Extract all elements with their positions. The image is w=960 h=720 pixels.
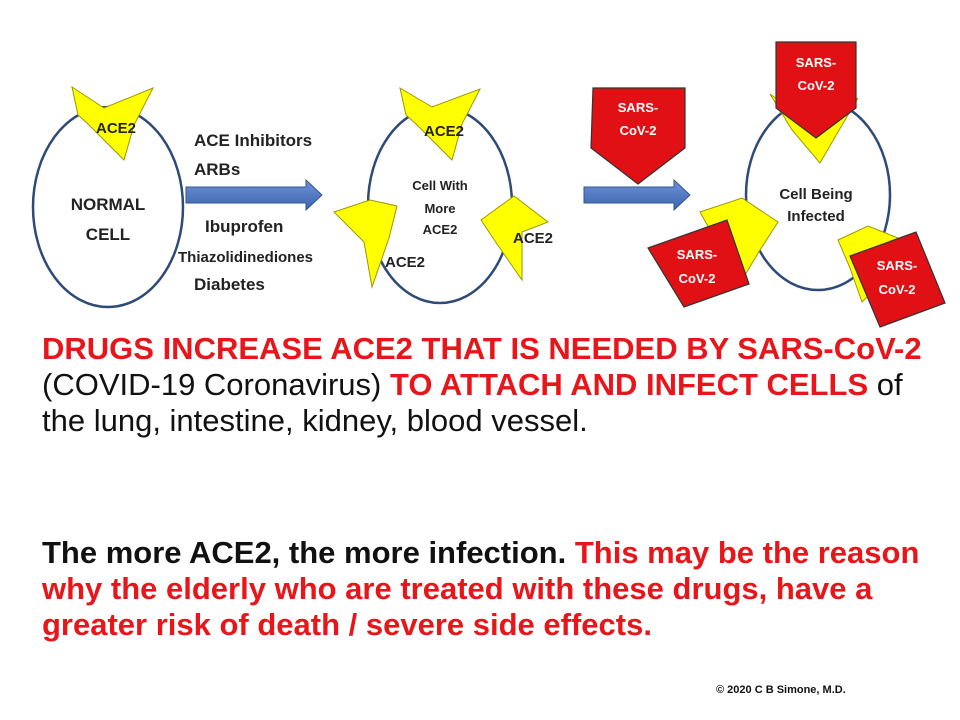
ace2-label-left: ACE2 xyxy=(385,254,425,271)
virus-label-line2: CoV-2 xyxy=(620,123,657,138)
infected-cell-label-line1: Cell Being xyxy=(779,186,852,203)
sars-cov-2-free: SARS- CoV-2 xyxy=(590,87,686,185)
statement1-red-a: DRUGS INCREASE ACE2 THAT IS NEEDED BY SA… xyxy=(42,331,922,366)
ace2-label-right: ACE2 xyxy=(513,230,553,247)
ace2-diagram: ACE2 NORMAL CELL ACE Inhibitors ARBs Ibu… xyxy=(31,41,946,328)
virus-label-line1: SARS- xyxy=(618,100,658,115)
infected-cell: SARS- CoV-2 SARS- CoV-2 SARS- CoV-2 Cell… xyxy=(647,41,946,328)
copyright-notice: © 2020 C B Simone, M.D. xyxy=(716,684,846,696)
cell-more-ace2: ACE2 Cell With More ACE2 ACE2 ACE2 xyxy=(333,86,553,305)
ace2-label-normal: ACE2 xyxy=(96,120,136,137)
virus-top-label-line2: CoV-2 xyxy=(798,78,835,93)
statement2-dark: The more ACE2, the more infection. xyxy=(42,535,575,570)
statement1-dark-a: (COVID-19 Coronavirus) xyxy=(42,367,390,402)
drug-diabetes: Diabetes xyxy=(194,275,265,294)
virus-right-label-line2: CoV-2 xyxy=(879,282,916,297)
drug-ace-inhibitors: ACE Inhibitors xyxy=(194,131,312,150)
drug-list: ACE Inhibitors ARBs Ibuprofen Thiazolidi… xyxy=(178,131,313,294)
arrow-virus-to-cell xyxy=(583,178,691,212)
drug-arbs: ARBs xyxy=(194,160,240,179)
statement1-dark-b: of the lung, intestine, kidney, blood ve… xyxy=(42,367,903,438)
virus-shape xyxy=(590,87,686,185)
arrow-drugs-to-cell xyxy=(185,178,323,212)
drug-thiazolidinediones: Thiazolidinediones xyxy=(178,249,313,266)
virus-left-label-line2: CoV-2 xyxy=(679,271,716,286)
ace2-receptor-normal xyxy=(71,85,155,161)
virus-left-label-line1: SARS- xyxy=(677,247,717,262)
ace2-label-top: ACE2 xyxy=(424,123,464,140)
ace2-receptor-left xyxy=(333,199,398,289)
normal-cell: ACE2 NORMAL CELL xyxy=(31,85,185,309)
more-cell-label-line1: Cell With xyxy=(412,178,468,193)
virus-top-shape xyxy=(775,41,857,139)
statement-drugs-increase-ace2: DRUGS INCREASE ACE2 THAT IS NEEDED BY SA… xyxy=(42,331,942,439)
virus-left-shape xyxy=(647,219,750,308)
more-cell-label-line3: ACE2 xyxy=(423,222,458,237)
virus-right-label-line1: SARS- xyxy=(877,258,917,273)
ace2-receptor-top xyxy=(399,86,482,161)
ace2-receptor-right xyxy=(480,195,550,282)
infected-cell-label-line2: Infected xyxy=(787,208,845,225)
statement2-red: This may be the reason why the elderly w… xyxy=(42,535,920,642)
normal-cell-label-line2: CELL xyxy=(86,225,130,244)
normal-cell-label-line1: NORMAL xyxy=(71,195,146,214)
virus-top-label-line1: SARS- xyxy=(796,55,836,70)
statement-more-ace2: The more ACE2, the more infection. This … xyxy=(42,535,942,643)
drug-ibuprofen: Ibuprofen xyxy=(205,217,283,236)
virus-right-shape xyxy=(849,231,946,328)
more-cell-label-line2: More xyxy=(424,201,455,216)
statement1-red-b: TO ATTACH AND INFECT CELLS xyxy=(389,367,869,402)
